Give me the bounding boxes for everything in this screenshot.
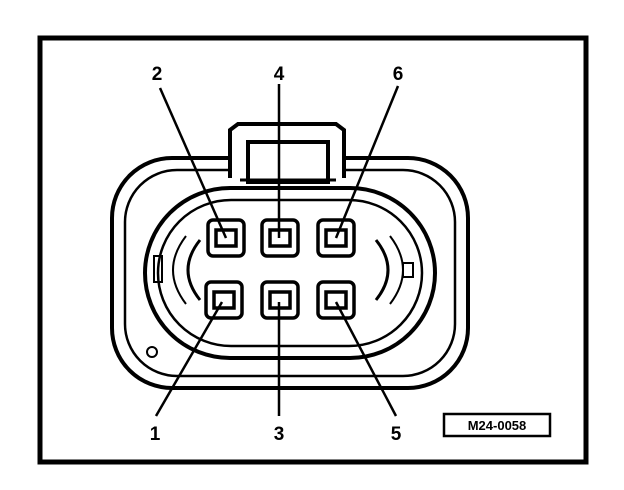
- pin-label-4: 4: [274, 64, 285, 85]
- pin-cavity-1: [204, 280, 244, 320]
- figure-code: M24-0058: [468, 418, 527, 433]
- leader-6: [334, 85, 400, 239]
- leader-1: [154, 301, 224, 417]
- leader-5: [334, 301, 398, 417]
- pin-cavity-3: [260, 280, 300, 320]
- connector-body: [110, 122, 470, 390]
- figure-code-box: [442, 412, 552, 438]
- pin-label-2: 2: [152, 64, 163, 85]
- leader-lines: [154, 84, 400, 417]
- pin-label-5: 5: [391, 424, 402, 445]
- pin-label-3: 3: [274, 424, 285, 445]
- pin-label-6: 6: [393, 64, 404, 85]
- pin-label-1: 1: [150, 424, 161, 445]
- outer-frame: [37, 35, 589, 465]
- leader-2: [158, 87, 228, 239]
- pin-cavity-5: [316, 280, 356, 320]
